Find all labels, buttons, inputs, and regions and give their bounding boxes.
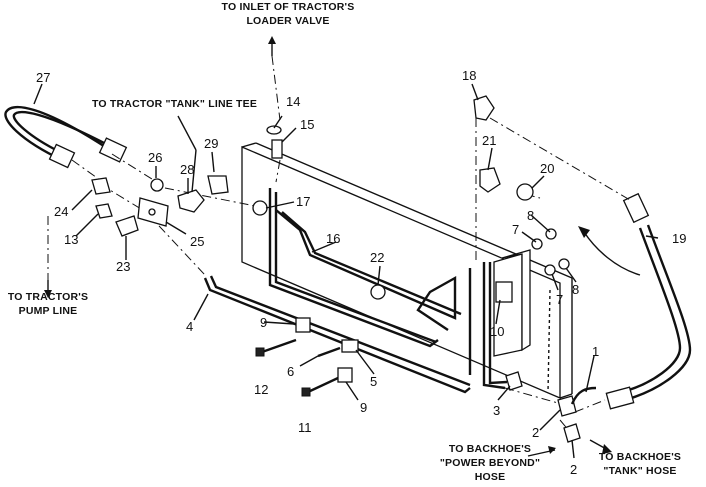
tube-part-16 bbox=[268, 188, 462, 348]
callout-3: 3 bbox=[493, 403, 500, 418]
callout-11: 11 bbox=[298, 420, 312, 435]
callout-13: 13 bbox=[64, 232, 78, 247]
callout-16: 16 bbox=[326, 231, 340, 246]
callout-2-upper: 2 bbox=[532, 425, 539, 440]
caption-pump-line-2: PUMP LINE bbox=[19, 305, 78, 317]
caption-pump-line-1: TO TRACTOR'S bbox=[8, 291, 88, 303]
callout-9-lower: 9 bbox=[360, 400, 367, 415]
callout-19: 19 bbox=[672, 231, 686, 246]
callout-29: 29 bbox=[204, 136, 218, 151]
callout-18: 18 bbox=[462, 68, 476, 83]
caption-tank-hose-line-1: TO BACKHOE'S bbox=[599, 451, 681, 463]
callout-22: 22 bbox=[370, 250, 384, 265]
callout-leaders bbox=[33, 83, 659, 459]
callout-5: 5 bbox=[370, 374, 377, 389]
callout-7-lower: 7 bbox=[556, 292, 563, 307]
caption-power-beyond-line-1: TO BACKHOE'S bbox=[449, 443, 531, 455]
caption-inlet-line-1: TO INLET OF TRACTOR'S bbox=[222, 1, 355, 13]
tube-part-4 bbox=[203, 262, 508, 394]
callout-15: 15 bbox=[300, 117, 314, 132]
callout-14: 14 bbox=[286, 94, 300, 109]
caption-tank-hose-line-2: "TANK" HOSE bbox=[603, 465, 676, 477]
caption-power-beyond-line-2: "POWER BEYOND" bbox=[440, 457, 540, 469]
callout-24: 24 bbox=[54, 204, 68, 219]
callout-28: 28 bbox=[180, 162, 194, 177]
fittings bbox=[91, 95, 597, 443]
flow-arrows bbox=[44, 36, 641, 457]
callout-8-upper: 8 bbox=[527, 208, 534, 223]
hose-part-27 bbox=[4, 105, 128, 169]
callout-23: 23 bbox=[116, 259, 130, 274]
caption-tank-tee: TO TRACTOR "TANK" LINE TEE bbox=[92, 98, 257, 110]
leader-lines bbox=[47, 55, 631, 433]
callout-7-upper: 7 bbox=[512, 222, 519, 237]
callout-6: 6 bbox=[287, 364, 294, 379]
callout-27: 27 bbox=[36, 70, 50, 85]
hose-part-19 bbox=[605, 192, 692, 410]
mounting-plate bbox=[241, 142, 573, 399]
callout-21: 21 bbox=[482, 133, 496, 148]
callout-2-lower: 2 bbox=[570, 462, 577, 477]
caption-inlet-line-2: LOADER VALVE bbox=[246, 15, 329, 27]
callout-9-upper: 9 bbox=[260, 315, 267, 330]
callout-17: 17 bbox=[296, 194, 310, 209]
callout-4: 4 bbox=[186, 319, 193, 334]
callout-12: 12 bbox=[254, 382, 268, 397]
callout-25: 25 bbox=[190, 234, 204, 249]
callout-26: 26 bbox=[148, 150, 162, 165]
callout-1: 1 bbox=[592, 344, 599, 359]
bracket-part-10 bbox=[493, 249, 531, 357]
callout-numbers: 1 2 2 3 4 5 6 7 7 8 8 9 9 10 11 12 13 14… bbox=[36, 68, 686, 477]
callout-20: 20 bbox=[540, 161, 554, 176]
callout-8-lower: 8 bbox=[572, 282, 579, 297]
callout-10: 10 bbox=[490, 324, 504, 339]
captions: TO INLET OF TRACTOR'S LOADER VALVE TO TR… bbox=[8, 1, 681, 483]
caption-power-beyond-line-3: HOSE bbox=[475, 471, 506, 483]
